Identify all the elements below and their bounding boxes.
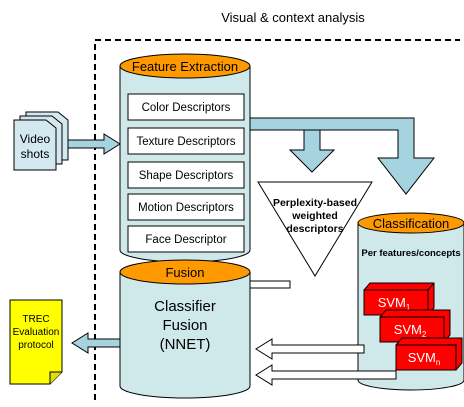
trec-label-line3: protocol: [18, 340, 54, 351]
perplexity-triangle: Perplexity-based weighted descriptors: [257, 181, 373, 277]
descriptor-box: [127, 93, 245, 121]
descriptor-box: [127, 127, 245, 155]
arrow-video-to-features: [67, 133, 121, 155]
svm-subscript: n: [436, 358, 440, 367]
arrow-svm-to-fusion: [255, 364, 397, 386]
arrow-svm-to-fusion: [255, 338, 365, 360]
arrow-features-to-perplexity: [288, 129, 336, 173]
descriptor-label: Texture Descriptors: [136, 136, 235, 148]
svm-subscript: 1: [406, 303, 411, 312]
video-shots-label-line1: Video: [20, 132, 51, 146]
trec-output-note: TREC Evaluation protocol: [9, 299, 63, 385]
perplexity-label-line1: Perplexity-based: [273, 197, 357, 209]
descriptor-label: Face Descriptor: [145, 234, 226, 246]
svg-text:SVMn: SVMn: [408, 350, 441, 367]
diagram-title: Visual & context analysis: [221, 10, 365, 25]
classification-title: Classification: [373, 216, 450, 231]
svm-box: SVM2: [379, 309, 451, 343]
video-shots-label-line2: shots: [21, 147, 50, 161]
trec-label-line1: TREC: [22, 314, 49, 325]
svg-text:SVM2: SVM2: [394, 322, 427, 339]
descriptor-label: Shape Descriptors: [139, 170, 234, 182]
fusion-label-line2: Fusion: [162, 317, 207, 334]
video-shots-icon: Video shots: [13, 111, 69, 171]
feature-extraction-title: Feature Extraction: [132, 59, 238, 74]
svm-label: SVM: [394, 322, 422, 337]
svm-label: SVM: [408, 350, 436, 365]
svm-subscript: 2: [422, 330, 427, 339]
classification-subtitle: Per features/concepts: [361, 248, 460, 259]
descriptor-box: [127, 225, 245, 253]
fusion-title: Fusion: [165, 265, 204, 280]
fusion-cylinder: Fusion Classifier Fusion (NNET): [119, 259, 251, 399]
descriptor-list: Color Descriptors Texture Descriptors Sh…: [127, 93, 245, 253]
descriptor-label: Motion Descriptors: [138, 202, 234, 214]
descriptor-box: [127, 193, 245, 221]
svm-box: SVMn: [395, 337, 463, 371]
arrow-fusion-to-output: [71, 332, 121, 354]
arrow-features-to-classification: [249, 117, 436, 195]
svm-stack: SVM1 SVM2 SVMn: [363, 282, 463, 371]
svm-label: SVM: [378, 295, 406, 310]
trec-label-line2: Evaluation: [13, 327, 60, 338]
svg-text:SVM1: SVM1: [378, 295, 411, 312]
fusion-label-line3: (NNET): [160, 336, 211, 353]
descriptor-label: Color Descriptors: [142, 102, 231, 114]
perplexity-label-line2: weighted: [291, 210, 338, 222]
system-boundary: [94, 39, 460, 400]
perplexity-label-line3: descriptors: [286, 223, 343, 235]
descriptor-box: [127, 161, 245, 189]
fusion-label-line1: Classifier: [154, 298, 216, 315]
